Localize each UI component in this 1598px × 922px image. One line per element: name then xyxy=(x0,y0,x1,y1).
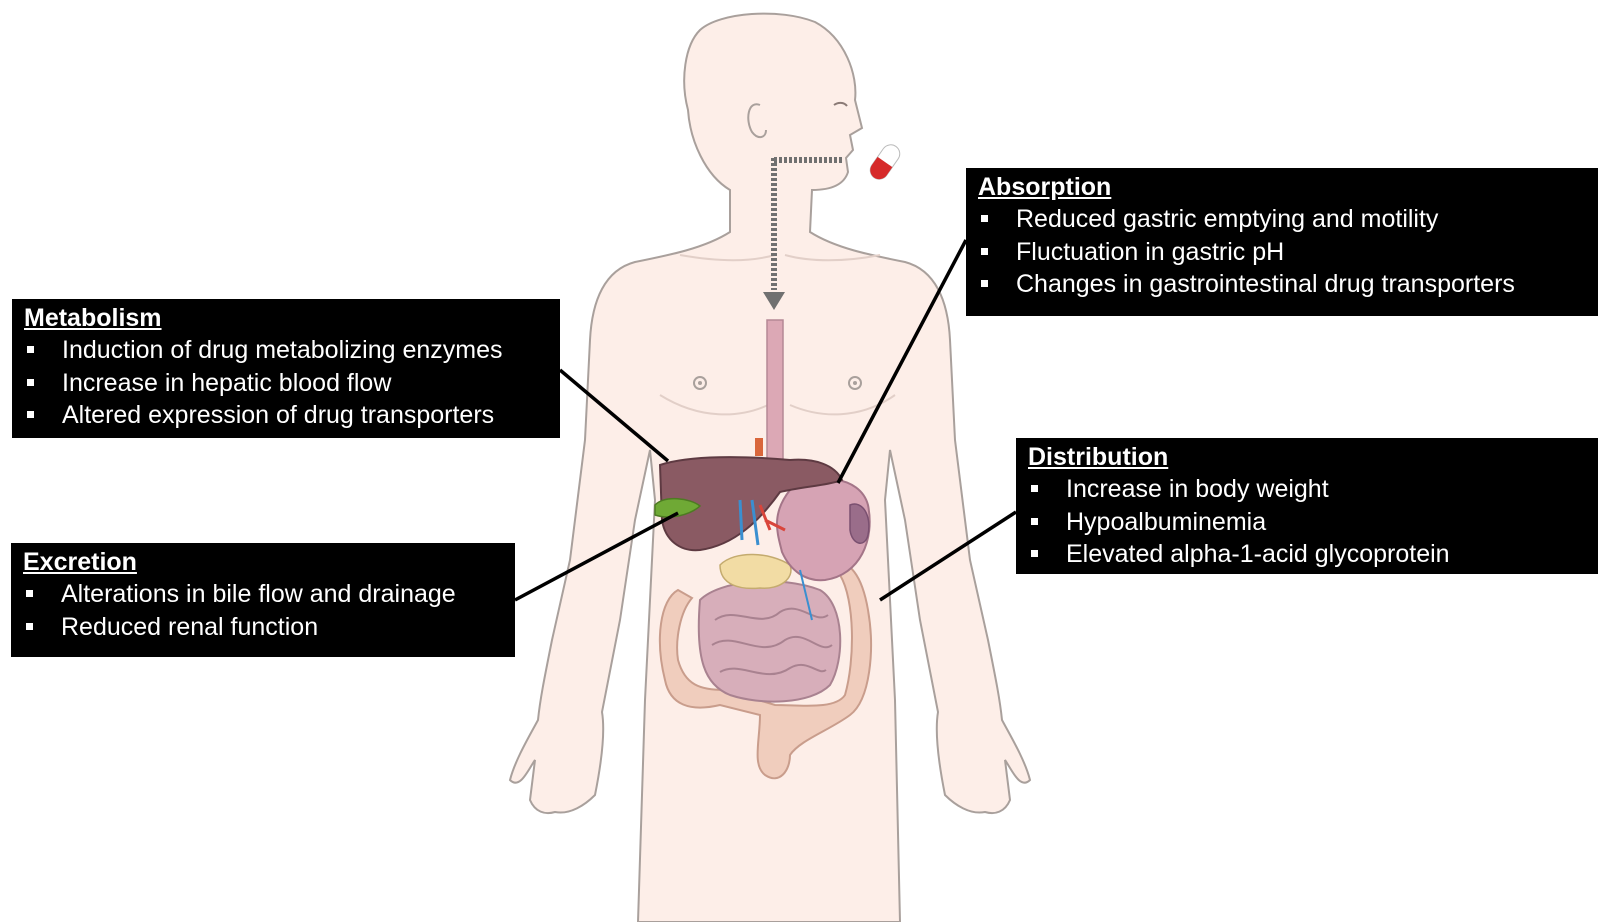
distribution-title: Distribution xyxy=(1028,442,1586,473)
square-bullet-icon xyxy=(1031,485,1038,492)
list-item: Induction of drug metabolizing enzymes xyxy=(24,334,548,367)
absorption-box: Absorption Reduced gastric emptying and … xyxy=(966,168,1598,316)
list-item-text: Reduced gastric emptying and motility xyxy=(1016,205,1438,233)
square-bullet-icon xyxy=(1031,518,1038,525)
square-bullet-icon xyxy=(26,623,33,630)
square-bullet-icon xyxy=(981,248,988,255)
list-item-text: Altered expression of drug transporters xyxy=(62,401,494,429)
list-item-text: Alterations in bile flow and drainage xyxy=(61,580,456,608)
square-bullet-icon xyxy=(26,590,33,597)
metabolism-connector xyxy=(560,370,668,461)
excretion-title: Excretion xyxy=(23,547,503,578)
list-item-text: Elevated alpha-1-acid glycoprotein xyxy=(1066,540,1450,568)
excretion-list: Alterations in bile flow and drainage Re… xyxy=(23,578,503,643)
absorption-connector xyxy=(838,240,966,483)
metabolism-list: Induction of drug metabolizing enzymes I… xyxy=(24,334,548,432)
list-item: Reduced renal function xyxy=(23,611,503,644)
distribution-list: Increase in body weight Hypoalbuminemia … xyxy=(1028,473,1586,571)
list-item-text: Induction of drug metabolizing enzymes xyxy=(62,336,503,364)
list-item-text: Increase in body weight xyxy=(1066,475,1329,503)
list-item-text: Increase in hepatic blood flow xyxy=(62,369,391,397)
list-item: Fluctuation in gastric pH xyxy=(978,236,1586,269)
absorption-list: Reduced gastric emptying and motility Fl… xyxy=(978,203,1586,301)
square-bullet-icon xyxy=(981,280,988,287)
list-item: Altered expression of drug transporters xyxy=(24,399,548,432)
list-item: Hypoalbuminemia xyxy=(1028,506,1586,539)
list-item-text: Reduced renal function xyxy=(61,613,318,641)
list-item-text: Fluctuation in gastric pH xyxy=(1016,238,1284,266)
list-item: Alterations in bile flow and drainage xyxy=(23,578,503,611)
square-bullet-icon xyxy=(27,346,34,353)
metabolism-box: Metabolism Induction of drug metabolizin… xyxy=(12,299,560,438)
distribution-box: Distribution Increase in body weight Hyp… xyxy=(1016,438,1598,574)
distribution-connector xyxy=(880,512,1016,600)
list-item: Elevated alpha-1-acid glycoprotein xyxy=(1028,538,1586,571)
list-item: Increase in hepatic blood flow xyxy=(24,367,548,400)
metabolism-title: Metabolism xyxy=(24,303,548,334)
list-item: Reduced gastric emptying and motility xyxy=(978,203,1586,236)
square-bullet-icon xyxy=(27,411,34,418)
square-bullet-icon xyxy=(1031,550,1038,557)
square-bullet-icon xyxy=(981,215,988,222)
list-item: Increase in body weight xyxy=(1028,473,1586,506)
absorption-title: Absorption xyxy=(978,172,1586,203)
excretion-connector xyxy=(515,513,678,600)
excretion-box: Excretion Alterations in bile flow and d… xyxy=(11,543,515,657)
list-item-text: Hypoalbuminemia xyxy=(1066,508,1266,536)
list-item-text: Changes in gastrointestinal drug transpo… xyxy=(1016,270,1515,298)
square-bullet-icon xyxy=(27,379,34,386)
list-item: Changes in gastrointestinal drug transpo… xyxy=(978,268,1586,301)
